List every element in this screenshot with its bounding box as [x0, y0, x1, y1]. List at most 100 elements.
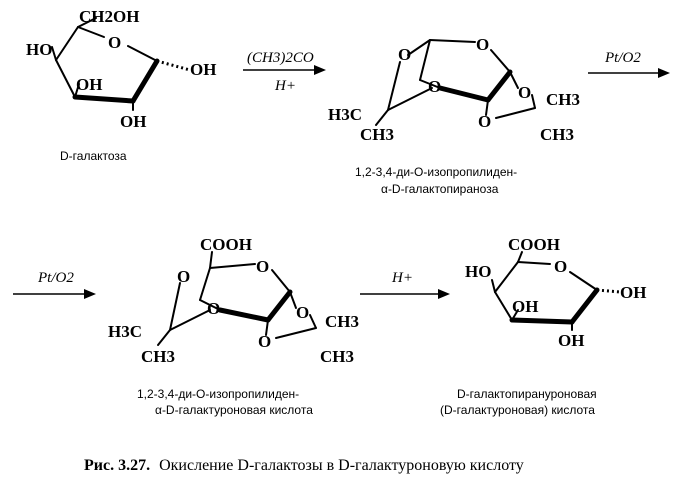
dipa-bond-cme2-ch3 [157, 329, 171, 346]
dip-bond-cme2-o [387, 87, 433, 111]
galactose-ch2oh-label: CH2OH [79, 7, 139, 26]
ga-name-line1: D-галактопирануроновая [457, 387, 597, 401]
dipa-bond-c5-c4 [199, 267, 211, 301]
dipa-bond-ketal-right [275, 327, 317, 339]
ga-ho-label: HO [465, 262, 491, 281]
dipa-bond-bridge-o [169, 282, 181, 331]
dipa-bond-c3-c2 [217, 307, 271, 323]
galactose-oh-c2-label: OH [120, 112, 146, 131]
dip-bond-c3-c2 [437, 85, 491, 103]
galactose-bond-o-c1 [127, 45, 158, 62]
dip-bond-c5-o [429, 39, 476, 43]
ga-bond-o-c1 [569, 271, 598, 291]
dipa-name-line1: 1,2-3,4-ди-O-изопропилиден- [137, 387, 299, 401]
galactose-bond-c3-c2 [72, 94, 136, 104]
dipa-ring-o-label: O [256, 257, 269, 276]
dipa-bond-c1-o [289, 291, 297, 309]
figure-caption: Рис. 3.27. Окисление D-галактозы в D-гал… [84, 457, 524, 474]
galactose-oh-c1-label: OH [190, 60, 216, 79]
dip-o-c2-label: O [478, 112, 491, 131]
dip-bond-c4-c3 [419, 79, 441, 89]
galactose-bond-c4-c3 [55, 59, 76, 98]
galacturonic-acid-structure: COOH HO O OH OH OH D-галактопирануронова… [440, 235, 646, 417]
dipa-cooh-label: COOH [200, 235, 252, 254]
ga-bond-cooh [517, 251, 523, 263]
isopropylidene-galactopyranose-structure: O O O O O H3C CH3 CH3 CH3 1,2-3,4-ди-O-и… [328, 35, 580, 196]
dipa-bond-c5-o [209, 263, 256, 269]
arrow-step-4: H+ [360, 270, 450, 299]
dip-o-c1-label: O [518, 83, 531, 102]
ga-bond-c4-oh [491, 279, 496, 293]
dip-bond-ketal-right-2 [531, 94, 536, 109]
dipa-bond-ketal-right-2 [309, 314, 317, 329]
ga-oh-c2-label: OH [558, 331, 584, 350]
dip-ring-o-label: O [476, 35, 489, 54]
dipa-bond-c4-c3 [199, 299, 221, 311]
galactose-bond-c1-oh [156, 59, 191, 72]
dip-name-line1: 1,2-3,4-ди-O-изопропилиден- [355, 165, 517, 179]
galactose-bond-c2-c1 [130, 58, 160, 104]
dip-bond-c5-c4 [419, 39, 431, 81]
dipa-ch3-left-label: CH3 [141, 347, 175, 366]
dipa-bond-o-c1 [271, 269, 291, 293]
dip-name-line2: α-D-галактопираноза [381, 182, 499, 196]
dipa-o-c2-label: O [258, 332, 271, 351]
dip-bond-c2-c1 [485, 69, 513, 103]
dipa-bond-c2-c1 [265, 289, 293, 323]
galactose-structure: CH2OH HO O OH OH OH D-галактоза [26, 7, 216, 163]
dip-bond-cme2-ch3 [375, 109, 389, 126]
ga-bond-c3-oh [511, 309, 519, 321]
arrow-step-1: (CH3)2CO H+ [243, 50, 326, 94]
arrow-step-3: Pt/O2 [13, 270, 96, 299]
galactose-ring-o-label: O [108, 33, 121, 52]
dipa-bond-cooh [209, 251, 213, 269]
dipa-h3c-label: H3C [108, 322, 142, 341]
galactose-bond-c3-oh [74, 83, 80, 98]
dipa-o-c3-label: O [207, 299, 220, 318]
dip-bridge-o-label: O [398, 45, 411, 64]
dip-bond-c2-o [485, 99, 489, 116]
figure-caption-label: Рис. 3.27. [84, 457, 150, 474]
arrow-step-2: Pt/O2 [588, 50, 670, 78]
reagent-acid-1: H+ [274, 78, 296, 94]
dipa-o-c1-label: O [296, 303, 309, 322]
galactose-oh-c3-label: OH [76, 75, 102, 94]
ga-cooh-label: COOH [508, 235, 560, 254]
dipa-name-line2: α-D-галактуроновая кислота [155, 403, 313, 417]
galactose-bond-c5-c4 [55, 26, 79, 61]
ga-bond-c4-c3 [494, 291, 513, 321]
galactose-name: D-галактоза [60, 149, 127, 163]
dipa-bridge-o-label: O [177, 267, 190, 286]
reagent-acetone: (CH3)2CO [247, 50, 314, 66]
ga-bond-c5-o [517, 261, 551, 265]
reagent-pt-o2-1: Pt/O2 [604, 50, 641, 66]
dip-o-c3-label: O [428, 77, 441, 96]
dip-bond-bridge-o [387, 61, 401, 111]
ga-oh-c1-label: OH [620, 283, 646, 302]
ga-bond-c2-c1 [569, 287, 600, 325]
ga-bond-c5-c4 [494, 261, 519, 293]
dipa-ch3-right-bottom-label: CH3 [320, 347, 354, 366]
ga-bond-c3-c2 [509, 317, 575, 325]
reagent-pt-o2-2: Pt/O2 [37, 270, 74, 286]
dip-bond-o-c1 [490, 49, 511, 73]
dip-ch3-right-bottom-label: CH3 [540, 125, 574, 144]
dip-bond-ketal-right [495, 107, 536, 119]
dipa-bond-c2-o [265, 319, 269, 336]
dipa-bond-cme2-o [169, 309, 211, 331]
dip-h3c-label: H3C [328, 105, 362, 124]
dipa-ch3-right-top-label: CH3 [325, 312, 359, 331]
ga-oh-c3-label: OH [512, 297, 538, 316]
ga-name-line2: (D-галактуроновая) кислота [440, 403, 595, 417]
galactose-bond-ch2oh [77, 17, 97, 28]
reagent-acid-2: H+ [391, 270, 413, 286]
galactose-bond-c4-oh [51, 46, 57, 61]
ga-ring-o-label: O [554, 257, 567, 276]
ga-bond-c1-oh [596, 288, 621, 294]
figure-caption-text: Окисление D-галактозы в D-галактуроновую… [159, 457, 524, 474]
dip-ch3-left-label: CH3 [360, 125, 394, 144]
galactose-ho-label: HO [26, 40, 52, 59]
dip-ch3-right-top-label: CH3 [546, 90, 580, 109]
galactose-bond-c5-o [77, 26, 105, 38]
